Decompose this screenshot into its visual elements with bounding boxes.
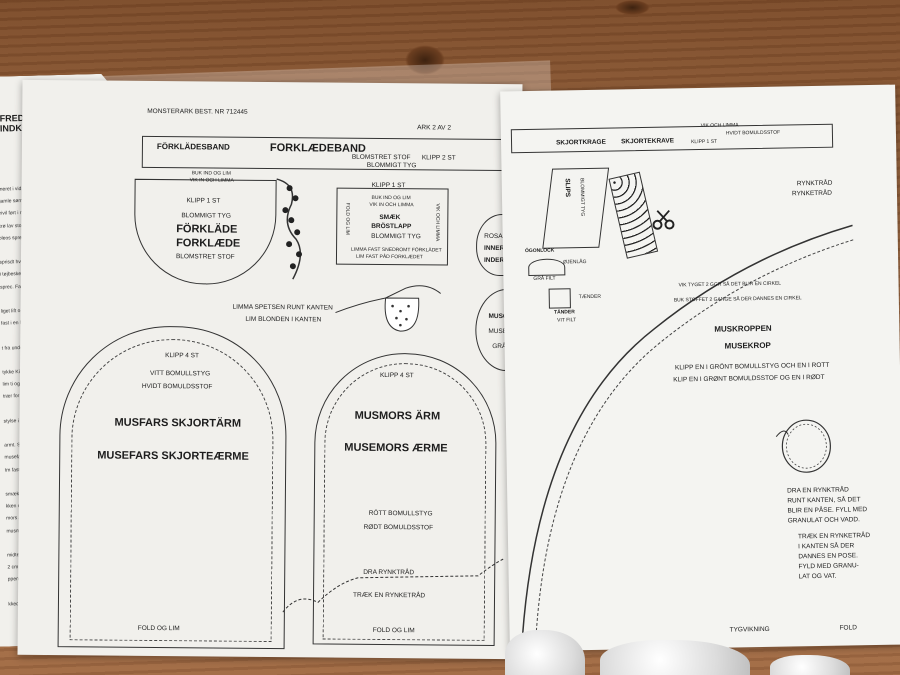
brostlapp-glue-dk: LIM FAST PÅD FORKLÆDET: [355, 253, 423, 261]
forklade-fold-sv: BUK IND OG LIM: [191, 170, 231, 177]
scissors-icon: [652, 209, 675, 230]
musmors-label-dk: MUSEMORS ÆRME: [344, 441, 448, 455]
musfars-fabric-sv: VITT BOMULLSTYG: [149, 369, 211, 378]
musfars-label-dk: MUSEFARS SKJORTEÆRME: [97, 449, 249, 463]
forkladesband-fabric-dk: BLOMMIGT TYG: [366, 161, 417, 170]
forklade-label-sv: FÖRKLÄDE: [176, 223, 238, 236]
musekrop-label: MUSEKROP: [724, 340, 771, 351]
slips-label: SLIPS: [563, 178, 571, 198]
musfars-fabric-dk: HVIDT BOMULDSSTOF: [141, 382, 213, 391]
musfars-label-sv: MUSFARS SKJORTÄRM: [114, 416, 242, 430]
forklade-fabric-dk: BLOMSTRET STOF: [175, 253, 235, 261]
brostlapp-fold-dk: BUK IND OG LIM: [371, 194, 411, 202]
lace-note-dk: LIM BLONDEN I KANTEN: [245, 315, 322, 324]
rynktrad-label: RYNKTRÅD: [796, 179, 833, 188]
tygvikning-label: TYGVIKNING: [729, 625, 770, 634]
brostlapp-fold-sv: VIK IN OCH LIMMA: [369, 201, 414, 209]
musmors-klipp: KLIPP 4 ST: [379, 371, 414, 380]
brostlapp-glue-sv: LIMMA FAST SNEDROMT FÖRKLÄDET: [351, 246, 442, 254]
forklade-fold-dk: VIK IN OCH LIMMA: [189, 177, 234, 184]
lace-trim-icon: [276, 178, 303, 280]
brostlapp-side-right: VIK OCH LIMMA: [434, 203, 441, 242]
brostlapp-label-dk: SMÆK: [379, 213, 401, 222]
dra-line: GRANULAT OCH VADD.: [787, 516, 860, 525]
skjortkrage-label: SKJORTKRAGE: [555, 138, 606, 147]
krage-klipp: KLIPP 1 ST: [691, 138, 718, 146]
musfars-fold: FOLD OG LIM: [137, 624, 180, 633]
plastic-bag-large: [600, 640, 750, 675]
brostlapp-label-sv: BRÖSTLAPP: [371, 222, 412, 231]
sheet-header: MONSTERARK BEST. NR 712445: [147, 107, 248, 116]
traek-line: TRÆK EN RYNKETRÅD: [797, 532, 871, 541]
pattern-sheet-2: MONSTERARK BEST. NR 712445 ARK 2 AV 2 FÖ…: [17, 79, 538, 660]
fold-label: FOLD: [839, 624, 857, 632]
forkladesband-label-sv: FÖRKLÄDESBAND: [156, 142, 230, 152]
pattern-sheet-right: VIK OCH LIMMA HVIDT BOMULDSSTOF SKJORTKR…: [500, 84, 900, 652]
forkladesband-fabric-sv: BLOMSTRET STOF: [351, 153, 411, 162]
traek-line: DANNES EN POSE.: [798, 552, 858, 561]
gather-line: [282, 558, 504, 613]
forklade-fabric-sv: BLOMMIGT TYG: [181, 212, 231, 220]
forkladesband-klipp: KLIPP 2 ST: [421, 154, 456, 162]
traek-line: FYLD MED GRANU-: [798, 562, 859, 571]
musfars-klipp: KLIPP 4 ST: [165, 352, 199, 360]
traek-line: LAT OG VAT.: [798, 572, 837, 581]
forklade-label-dk: FORKLÆDE: [176, 237, 241, 250]
lace-note-sv: LIMMA SPETSEN RUNT KANTEN: [232, 303, 333, 312]
muskroppen-label: MUSKROPPEN: [714, 323, 772, 334]
skjortekrave-label: SKJORTEKRAVE: [620, 137, 675, 146]
forklade-klipp: KLIPP 1 ST: [186, 197, 221, 205]
brostlapp-fabric: BLOMMIGT TYG: [371, 232, 421, 241]
ark-label: ARK 2 AV 2: [417, 124, 451, 132]
muskropp-outline: [521, 224, 855, 647]
brostlapp-side-left: FOLD OG LIM: [344, 202, 351, 235]
dra-line: BLIR EN PÅSE. FYLL MED: [787, 506, 868, 515]
brostlapp-klipp: KLIPP 1 ST: [371, 181, 406, 190]
dra-line: RUNT KANTEN, SÅ DET: [787, 496, 861, 505]
plastic-bag-small: [505, 630, 585, 675]
musmors-label-sv: MUSMORS ÄRM: [354, 409, 441, 423]
wood-knot: [615, 0, 650, 15]
musmors-fabric-dk: RØDT BOMULDSSTOF: [363, 523, 434, 532]
apron-illustration: [335, 285, 441, 332]
rynketrad-label: RYNKETRÅD: [791, 189, 833, 198]
dra-line: DRA EN RYNKTRÅD: [787, 486, 849, 495]
musmors-fold: FOLD OG LIM: [372, 626, 415, 635]
traek-line: I KANTEN SÅ DER: [798, 542, 855, 551]
wood-knot: [405, 45, 445, 75]
plastic-bag-edge: [770, 655, 850, 675]
musmors-fabric-sv: RÖTT BOMULLSTYG: [368, 509, 433, 518]
pouch-illustration: [775, 419, 831, 473]
